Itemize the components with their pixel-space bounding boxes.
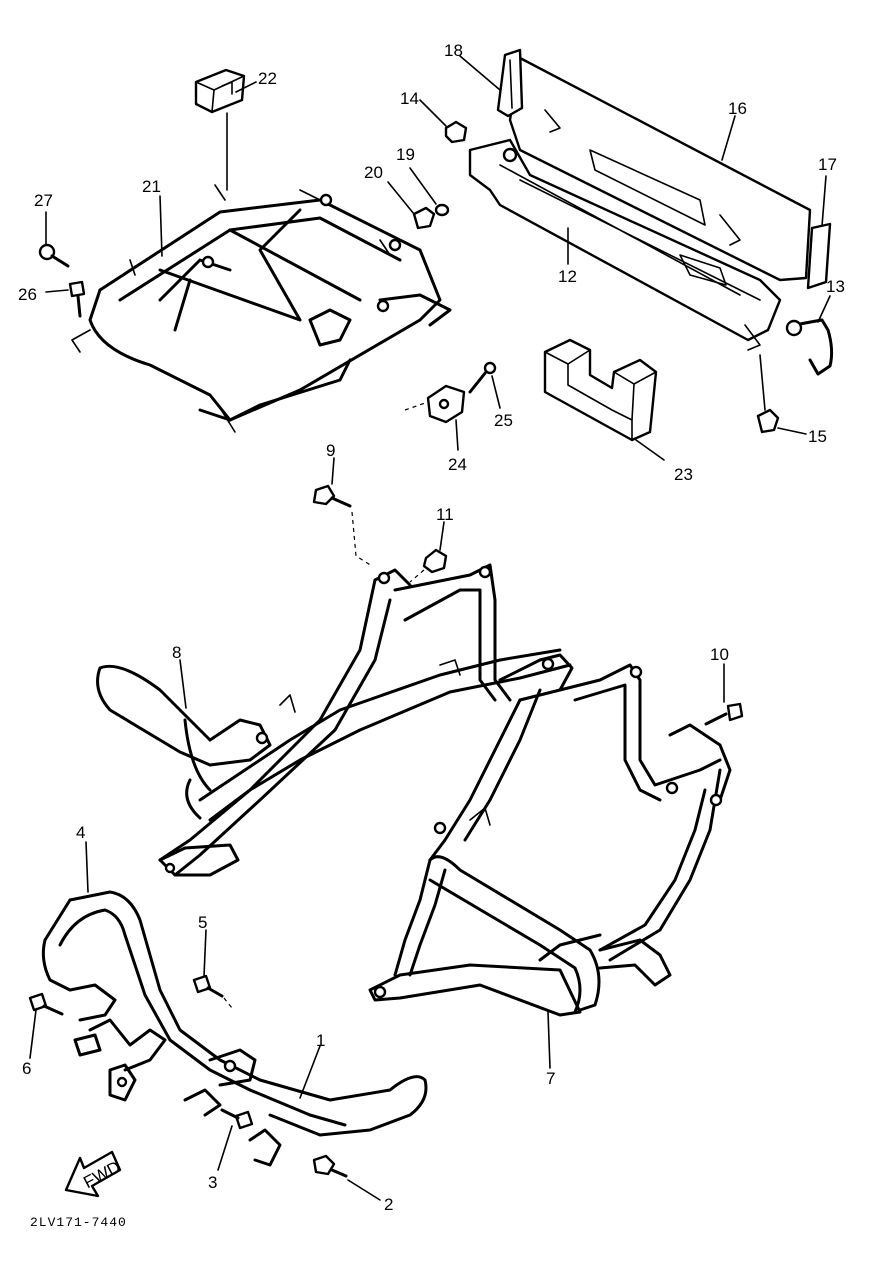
fwd-arrow-icon: FWD [64,1150,123,1198]
label-part-2: 2 [384,1195,393,1214]
label-part-4: 4 [76,823,85,842]
part-11-nut [422,548,448,574]
part-3-bolt [220,1108,254,1130]
part-17-trim [806,222,832,290]
label-part-6: 6 [22,1059,31,1078]
label-part-3: 3 [208,1173,217,1192]
part-24-knob [426,384,466,424]
label-part-1: 1 [316,1031,325,1050]
part-5-bolt [192,974,224,998]
label-part-7: 7 [546,1069,555,1088]
label-part-23: 23 [674,465,693,484]
label-part-24: 24 [448,455,467,474]
part-8-frame [96,563,572,877]
part-25-pin [468,361,497,394]
part-20-collar [412,206,436,230]
label-part-25: 25 [494,411,513,430]
part-14-nut [444,120,468,144]
label-part-5: 5 [198,913,207,932]
label-part-16: 16 [728,99,747,118]
label-part-17: 17 [818,155,837,174]
leader-lines [29,55,831,1201]
label-part-15: 15 [808,427,827,446]
part-21-seat-frame [71,184,452,433]
part-2-bolt [312,1154,348,1178]
label-part-18: 18 [444,41,463,60]
part-26-bolt [68,280,86,318]
label-part-20: 20 [364,163,383,182]
part-6-bolt [28,992,64,1016]
part-9-bolt [312,484,352,508]
part-12-bracket [468,138,782,351]
part-13-strap [785,318,834,376]
part-16-seat-back [508,56,812,282]
part-15-bolt [756,354,780,434]
label-part-26: 26 [18,285,37,304]
part-23-foam [543,338,658,442]
label-part-9: 9 [326,441,335,460]
label-part-27: 27 [34,191,53,210]
part-19-washer [434,203,450,217]
part-10-bolt [704,702,744,726]
label-part-19: 19 [396,145,415,164]
diagram-code: 2LV171-7440 [30,1215,127,1230]
label-part-11: 11 [436,505,454,524]
part-22-cap [194,68,246,114]
label-part-10: 10 [710,645,729,664]
label-part-8: 8 [172,643,181,662]
part-7-frame [368,653,732,1017]
label-part-22: 22 [258,69,277,88]
part-4-guard [41,890,428,1167]
part-labels: 1 2 3 4 5 6 7 8 9 10 11 12 13 14 15 16 1… [18,41,845,1214]
label-part-13: 13 [826,277,845,296]
label-part-21: 21 [142,177,161,196]
part-27-bolt [38,243,70,268]
part-18-trim [496,48,524,118]
label-part-12: 12 [558,267,577,286]
label-part-14: 14 [400,89,419,108]
